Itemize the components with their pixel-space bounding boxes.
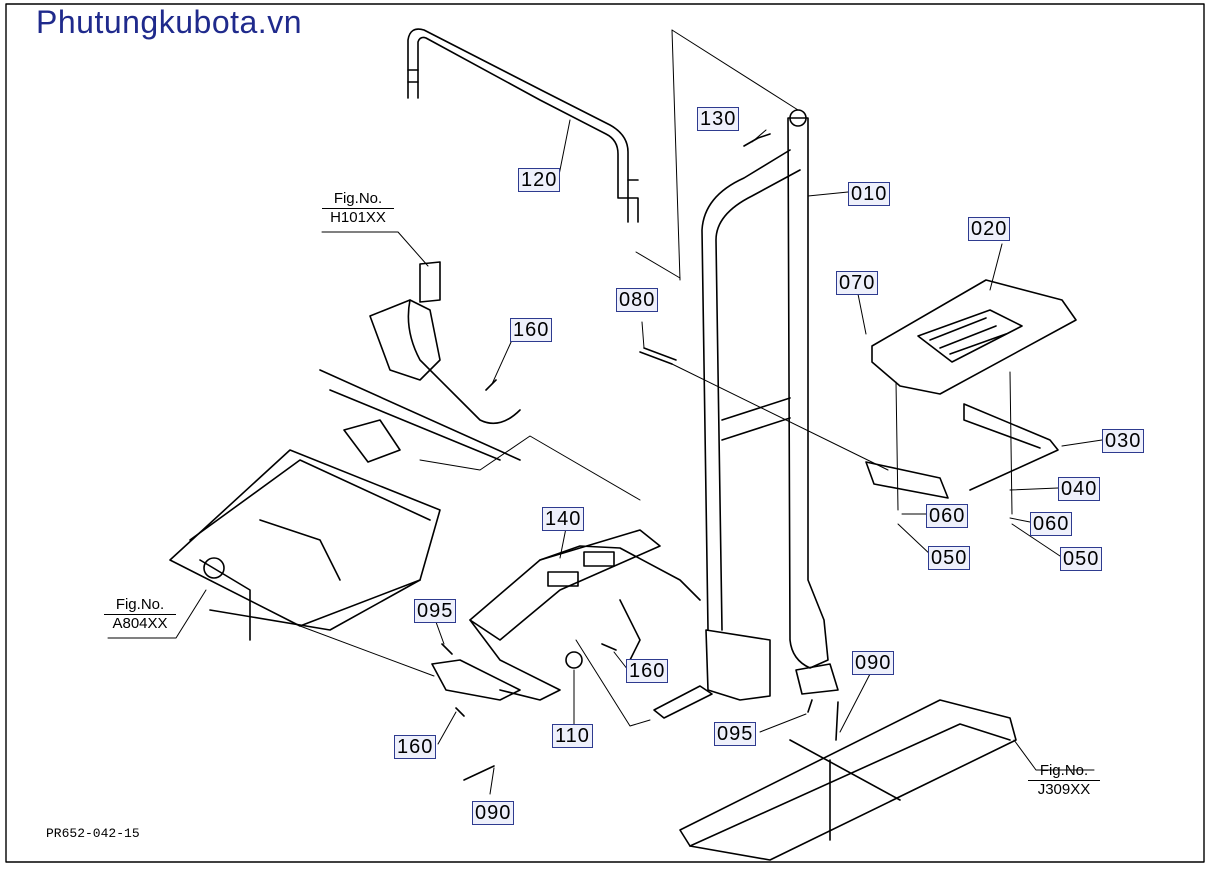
leader-line — [107, 589, 207, 639]
callout-050[interactable]: 050 — [1060, 547, 1103, 571]
callout-050[interactable]: 050 — [928, 546, 971, 570]
callout-leaders — [435, 119, 1103, 795]
part-160-bolt — [455, 707, 465, 717]
callout-120[interactable]: 120 — [518, 168, 561, 192]
leader-line — [671, 29, 799, 111]
callout-080[interactable]: 080 — [616, 288, 659, 312]
figure-ref-h101[interactable]: Fig.No. H101XX — [322, 190, 394, 227]
callout-130[interactable]: 130 — [697, 107, 740, 131]
figure-ref-j309[interactable]: Fig.No. J309XX — [1028, 762, 1100, 799]
callout-090[interactable]: 090 — [852, 651, 895, 675]
leader-line — [671, 29, 681, 281]
callout-060[interactable]: 060 — [1030, 512, 1073, 536]
callout-095[interactable]: 095 — [414, 599, 457, 623]
assembly-j309 — [679, 699, 1017, 861]
part-140-bracket — [469, 529, 701, 701]
figure-ref-prefix: Fig.No. — [1039, 762, 1089, 779]
part-lower-linkage — [431, 659, 713, 719]
part-090-bolt — [463, 765, 495, 781]
callout-070[interactable]: 070 — [836, 271, 879, 295]
callout-060[interactable]: 060 — [926, 504, 969, 528]
callout-160[interactable]: 160 — [394, 735, 437, 759]
callout-010[interactable]: 010 — [848, 182, 891, 206]
part-095-bolt — [807, 699, 813, 713]
part-020-step — [871, 279, 1077, 395]
callout-040[interactable]: 040 — [1058, 477, 1101, 501]
callout-030[interactable]: 030 — [1102, 429, 1145, 453]
figure-ref-prefix: Fig.No. — [333, 190, 383, 207]
leader-line — [321, 231, 429, 267]
assembly-a804 — [169, 449, 441, 641]
assembly-h101 — [319, 261, 521, 463]
leader-line — [299, 625, 435, 677]
callout-090[interactable]: 090 — [472, 801, 515, 825]
leader-line — [419, 435, 641, 501]
drawing-code: PR652-042-15 — [46, 826, 140, 841]
part-090-bolt — [835, 701, 839, 741]
callout-160[interactable]: 160 — [626, 659, 669, 683]
figure-ref-prefix: Fig.No. — [115, 596, 165, 613]
leader-line — [575, 639, 651, 727]
callout-110[interactable]: 110 — [552, 724, 593, 748]
figure-ref-number: H101XX — [322, 208, 394, 227]
callout-020[interactable]: 020 — [968, 217, 1011, 241]
figure-ref-number: A804XX — [104, 614, 176, 633]
callout-140[interactable]: 140 — [542, 507, 585, 531]
leader-line — [1013, 739, 1095, 771]
part-120-bar — [407, 28, 639, 223]
part-110-cap — [565, 651, 583, 669]
figure-ref-a804[interactable]: Fig.No. A804XX — [104, 596, 176, 633]
part-095-bolt — [441, 643, 453, 655]
part-030-bracket — [865, 403, 1059, 499]
part-080-bolt — [639, 347, 889, 471]
part-010-frame — [701, 109, 839, 701]
figure-ref-number: J309XX — [1028, 780, 1100, 799]
part-160-bolt — [601, 643, 617, 651]
leader-line — [635, 251, 681, 279]
callout-095[interactable]: 095 — [714, 722, 757, 746]
part-130-bolt — [743, 133, 771, 147]
drawing-frame — [5, 3, 1205, 863]
part-160-bolt — [485, 379, 497, 391]
callout-160[interactable]: 160 — [510, 318, 553, 342]
watermark-text: Phutungkubota.vn — [36, 4, 302, 40]
